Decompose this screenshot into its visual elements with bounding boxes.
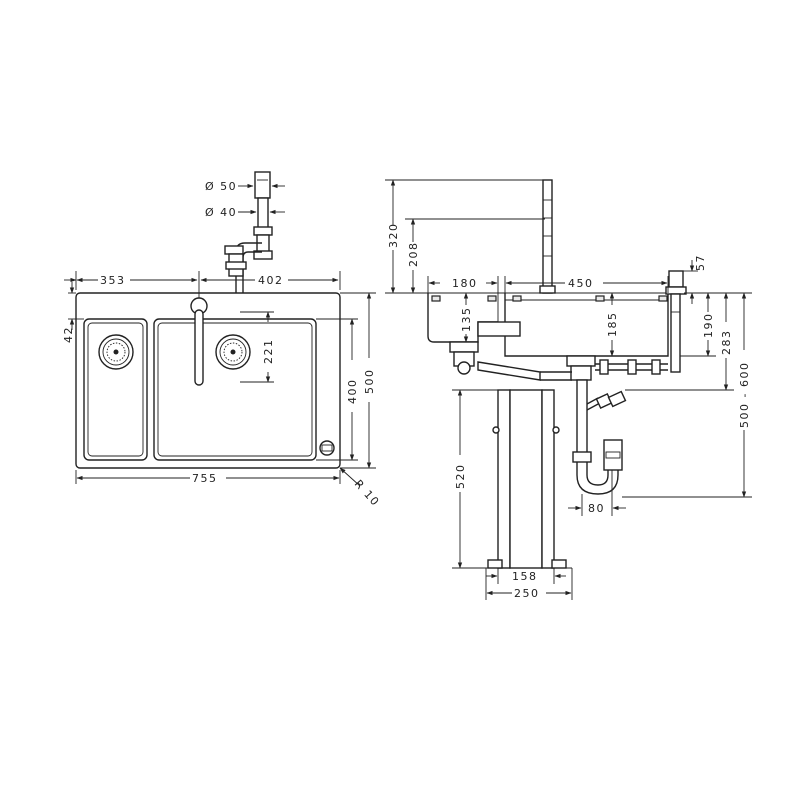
side-view: 320 208 180 450 57 bbox=[385, 179, 752, 600]
large-bowl bbox=[153, 318, 317, 461]
label-208: 208 bbox=[407, 242, 420, 268]
label-450: 450 bbox=[568, 277, 594, 290]
faucet-top bbox=[190, 297, 208, 386]
label-500-600: 500 - 600 bbox=[738, 362, 751, 428]
label-283: 283 bbox=[720, 330, 733, 356]
top-view: Ø 50 Ø 40 353 402 42 bbox=[62, 171, 382, 509]
small-bowl bbox=[83, 318, 148, 461]
label-80: 80 bbox=[588, 502, 605, 515]
dim-180 bbox=[427, 276, 499, 322]
dim-755 bbox=[75, 470, 341, 484]
dim-57 bbox=[683, 260, 698, 304]
drain-small bbox=[98, 334, 134, 370]
dim-221 bbox=[240, 311, 274, 383]
soap-dispenser bbox=[665, 270, 687, 373]
dim-283 bbox=[625, 292, 734, 391]
label-r10: R 10 bbox=[352, 477, 382, 509]
drain-large bbox=[215, 334, 251, 370]
label-221: 221 bbox=[262, 339, 275, 365]
dim-520 bbox=[452, 389, 498, 569]
overflow-outlet bbox=[319, 440, 335, 456]
label-250: 250 bbox=[514, 587, 540, 600]
label-400: 400 bbox=[346, 379, 359, 405]
faucet-side bbox=[539, 179, 556, 294]
dim-80 bbox=[568, 470, 626, 516]
label-180: 180 bbox=[452, 277, 478, 290]
large-bowl-profile bbox=[504, 293, 669, 357]
label-d40: Ø 40 bbox=[205, 206, 237, 219]
label-500: 500 bbox=[363, 369, 376, 395]
dim-500 bbox=[340, 292, 376, 469]
label-158: 158 bbox=[512, 570, 538, 583]
dim-42 bbox=[68, 282, 84, 330]
label-190: 190 bbox=[702, 313, 715, 339]
dim-320 bbox=[385, 179, 545, 294]
dim-450 bbox=[504, 276, 669, 293]
cabinet-leg bbox=[486, 389, 572, 569]
dim-400 bbox=[316, 318, 358, 461]
dim-500-600 bbox=[622, 292, 752, 498]
label-402: 402 bbox=[258, 274, 284, 287]
dim-r10 bbox=[339, 467, 361, 487]
dim-190 bbox=[680, 292, 716, 357]
dim-353-402 bbox=[64, 271, 341, 298]
label-320: 320 bbox=[387, 223, 400, 249]
label-135: 135 bbox=[460, 307, 473, 333]
dim-diameters bbox=[238, 183, 285, 215]
label-520: 520 bbox=[454, 464, 467, 490]
label-353: 353 bbox=[100, 274, 126, 287]
label-d50: Ø 50 bbox=[205, 180, 237, 193]
drain-pipe-top bbox=[224, 171, 273, 293]
label-185: 185 bbox=[606, 312, 619, 338]
label-755: 755 bbox=[192, 472, 218, 485]
dim-158 bbox=[486, 568, 566, 584]
waste-pipes bbox=[449, 341, 668, 495]
label-42: 42 bbox=[62, 326, 75, 343]
dim-208 bbox=[405, 218, 545, 294]
sink-outline bbox=[75, 292, 341, 469]
dim-250 bbox=[485, 568, 573, 600]
label-57: 57 bbox=[694, 254, 707, 271]
